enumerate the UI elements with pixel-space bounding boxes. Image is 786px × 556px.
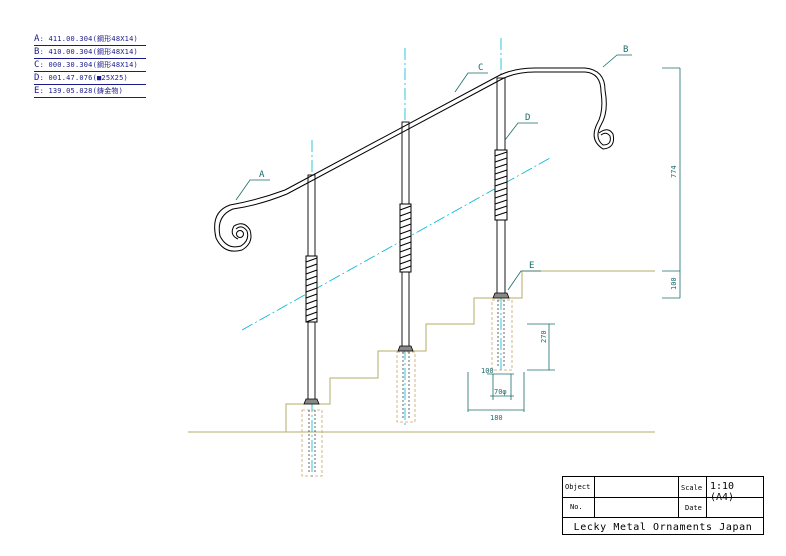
callout-a: A [259, 170, 265, 180]
legend-item-a: A: 411.00.304(鋼形48X14) [34, 33, 146, 46]
legend-letter: E [34, 86, 40, 96]
callout-d: D [525, 113, 530, 123]
vertical-dimension-labels: 774 100 270 [540, 165, 678, 343]
legend-text: : 139.05.028(鋳金物) [39, 87, 124, 95]
handrail [214, 67, 614, 252]
title-block: Object Scale 1:10 (A4) No. Date Lecky Me… [562, 476, 764, 535]
callout-e: E [529, 261, 534, 271]
footings [301, 299, 513, 477]
date-label: Date [685, 504, 702, 512]
parts-legend: A: 411.00.304(鋼形48X14) B: 410.00.304(鋼形4… [34, 33, 146, 98]
horizontal-dimension-labels: 100 70φ 180 [481, 367, 507, 422]
object-label: Object [565, 483, 591, 491]
callout-c: C [478, 63, 483, 73]
legend-letter: D [34, 73, 40, 83]
post-embed [308, 300, 505, 472]
dim-70: 70φ [494, 388, 507, 396]
callout-leaders [235, 54, 632, 291]
legend-text: : 001.47.076(■25X25) [39, 74, 128, 82]
horizontal-dimensions [467, 372, 525, 412]
legend-text: : 000.30.304(鋼形48X14) [39, 61, 138, 69]
legend-letter: C [34, 60, 40, 70]
no-label: No. [570, 503, 583, 511]
scale-value: 1:10 (A4) [710, 481, 735, 503]
legend-text: : 411.00.304(鋼形48X14) [39, 35, 138, 43]
dim-180: 180 [490, 414, 503, 422]
callout-labels: A C B D E [259, 45, 628, 271]
dim-100-width: 100 [481, 367, 494, 375]
post-bases [303, 292, 510, 405]
legend-item-c: C: 000.30.304(鋼形48X14) [34, 59, 146, 72]
dim-100-height: 100 [670, 277, 678, 290]
legend-item-e: E: 139.05.028(鋳金物) [34, 85, 146, 98]
legend-item-d: D: 001.47.076(■25X25) [34, 72, 146, 85]
vertical-dimensions [527, 67, 681, 371]
stair-profile [285, 270, 655, 432]
twist-sections [305, 149, 508, 323]
legend-letter: A [34, 34, 40, 44]
company-name: Lecky Metal Ornaments Japan [573, 522, 753, 533]
legend-letter: B [34, 47, 40, 57]
legend-item-b: B: 410.00.304(鋼形48X14) [34, 46, 146, 59]
dim-270: 270 [540, 330, 548, 343]
callout-b: B [623, 45, 628, 55]
dim-774: 774 [670, 165, 678, 178]
title-block-row-object: Object Scale 1:10 (A4) [563, 477, 763, 503]
scale-label: Scale [681, 484, 703, 492]
title-block-row-no: No. Date [563, 497, 763, 518]
legend-text: : 410.00.304(鋼形48X14) [39, 48, 138, 56]
